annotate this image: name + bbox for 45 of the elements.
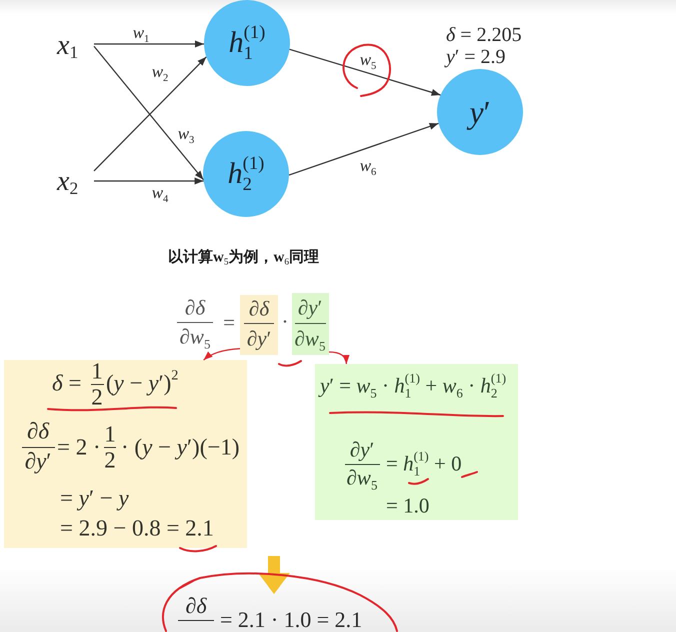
fraction-denominator: ∂w$_{5}$: [346, 468, 378, 488]
arrow: [94, 46, 204, 180]
operator: ·: [282, 312, 288, 332]
formula: = 2.9 − 0.8 = 2.1: [60, 516, 214, 540]
fraction-numerator: ∂δ: [26, 420, 50, 442]
formula: (y − y′)$^{2}$: [106, 372, 178, 394]
fraction-denominator: ∂y′: [24, 450, 52, 472]
formula: δ =: [52, 372, 82, 394]
derivation-panel: [315, 364, 518, 520]
arrow: [94, 178, 204, 184]
fraction-denominator: 2: [91, 386, 103, 408]
value-label: δ = 2.205: [446, 25, 522, 45]
fraction-numerator: ∂δ: [248, 298, 270, 320]
fraction-numerator: 1: [91, 360, 103, 382]
input-label: x$_{2}$: [54, 164, 94, 200]
formula: = 2 ·: [57, 436, 101, 458]
derivation-panel: [4, 360, 247, 548]
highlighted-fraction: [292, 293, 329, 355]
fraction-numerator: ∂y′: [350, 440, 374, 460]
fraction-denominator: ∂w$_{5}$: [180, 326, 210, 348]
fraction-numerator: ∂δ: [184, 298, 206, 318]
variable-label: y′: [469, 96, 491, 128]
formula: · (y − y′)(−1): [121, 436, 240, 458]
fraction-denominator: 2: [104, 448, 116, 472]
arrow: [288, 122, 439, 176]
arrow: [289, 48, 441, 96]
note-text: 以计算w$_{5}$为例，w$_{6}$同理: [168, 250, 319, 266]
fraction-denominator: ∂w$_{5}$: [294, 328, 326, 350]
formula: = 2.1 · 1.0 = 2.1: [220, 609, 362, 631]
formula: = 1.0: [386, 496, 430, 516]
value-label: y′ = 2.9: [446, 47, 506, 67]
input-label: x$_{1}$: [54, 28, 94, 64]
fraction-denominator: ∂y′: [246, 328, 272, 350]
arrow: [94, 56, 207, 172]
formula: = h$^{(1)}$$_{1}$ + 0: [386, 454, 462, 474]
fraction-numerator: ∂δ: [185, 595, 207, 617]
highlighted-fraction: [240, 295, 278, 355]
fraction-numerator: 1: [104, 422, 116, 446]
formula: = y′ − y: [60, 486, 129, 510]
operator: =: [223, 312, 235, 334]
block-arrow: [258, 556, 290, 594]
fraction-numerator: ∂y′: [298, 298, 322, 318]
arrow: [94, 40, 204, 48]
arrow: [328, 351, 350, 364]
arrow: [203, 348, 240, 360]
